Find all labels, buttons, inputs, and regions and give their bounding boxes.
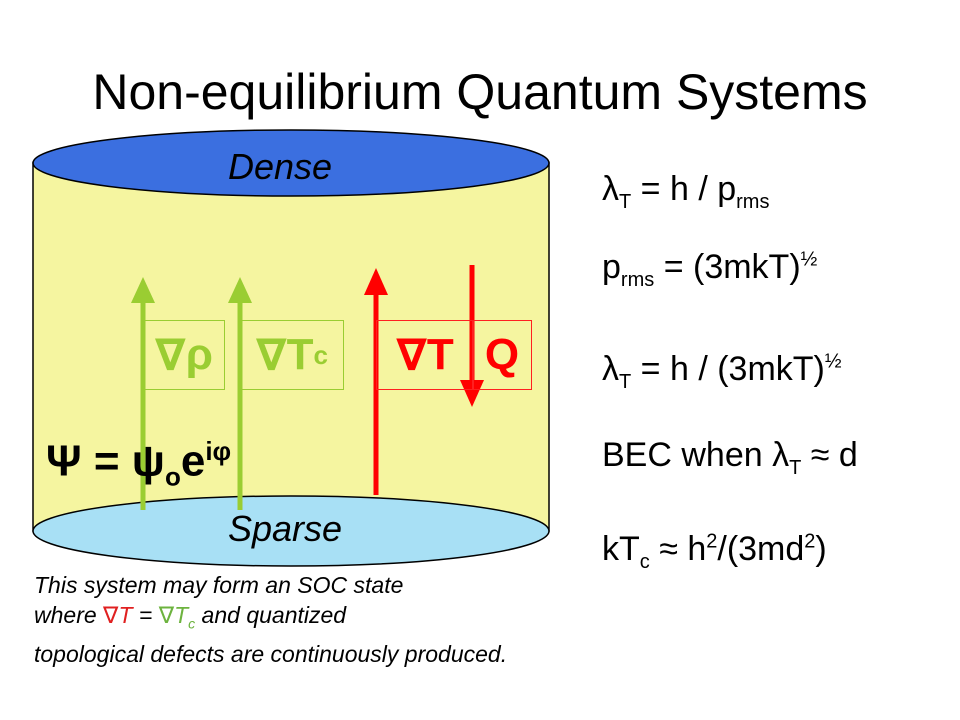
eq2-sup: ½ bbox=[800, 248, 818, 271]
cylinder-bottom-cap bbox=[32, 495, 550, 567]
heat-symbol: Q bbox=[484, 330, 520, 379]
cylinder-top-cap bbox=[32, 129, 550, 197]
eq1-lambda-sub: T bbox=[619, 190, 632, 213]
equation-thermal-wavelength: λT = h / prms bbox=[602, 170, 769, 214]
eq5-mid: ≈ h bbox=[649, 530, 707, 568]
eq4-suffix: ≈ d bbox=[801, 436, 858, 474]
eq2-p-sub: rms bbox=[620, 268, 655, 291]
grad-rho-symbol: ρ bbox=[185, 330, 213, 379]
eq1-rhs-sub: rms bbox=[736, 190, 770, 213]
eq1-rhs: = h / p bbox=[631, 170, 737, 208]
wavefunction: Ψ = ψoeiφ bbox=[46, 436, 231, 492]
note-line-1: This system may form an SOC state bbox=[34, 572, 404, 598]
eq3-lambda-sub: T bbox=[619, 370, 632, 393]
equation-rms-momentum: prms = (3mkT)½ bbox=[602, 248, 817, 292]
grad-tc-nabla: ∇ bbox=[255, 330, 287, 380]
note-grad-t: T bbox=[118, 602, 133, 628]
wavefunction-psi: ψ bbox=[131, 436, 165, 486]
sparse-label: Sparse bbox=[228, 508, 343, 549]
equation-bec-condition: BEC when λT ≈ d bbox=[602, 436, 858, 480]
wavefunction-psi-sub: o bbox=[164, 461, 181, 492]
eq1-lambda: λ bbox=[602, 170, 619, 208]
eq4-lambda: λ bbox=[772, 436, 790, 474]
dense-label: Dense bbox=[228, 146, 333, 187]
eq5-mid-sup: 2 bbox=[706, 530, 718, 553]
note-grad-t-nabla: ∇ bbox=[103, 602, 119, 628]
equation-wavelength-temperature: λT = h / (3mkT)½ bbox=[602, 350, 842, 394]
note-line-2: where ∇T = ∇Tc and quantized bbox=[34, 600, 507, 639]
eq3-lambda: λ bbox=[602, 350, 619, 388]
eq3-sup: ½ bbox=[824, 350, 842, 373]
eq3-rhs: = h / (3mkT) bbox=[631, 350, 825, 388]
wavefunction-lhs: Ψ bbox=[46, 436, 82, 486]
soc-note: This system may form an SOC state where … bbox=[34, 570, 507, 669]
note-equals: = bbox=[132, 602, 159, 628]
arrow-heat-head bbox=[460, 380, 484, 407]
eq5-tail-sup: 2 bbox=[804, 530, 816, 553]
wavefunction-exp: iφ bbox=[205, 436, 232, 466]
grad-t-symbol: T bbox=[426, 330, 454, 379]
eq4-prefix: BEC when bbox=[602, 436, 773, 474]
arrow-grad-rho-head bbox=[131, 277, 155, 303]
grad-t-nabla: ∇ bbox=[396, 330, 427, 380]
note-line-2-suffix: and quantized bbox=[195, 602, 347, 628]
note-grad-tc: T bbox=[174, 602, 189, 628]
note-grad-tc-sub: c bbox=[188, 615, 196, 632]
eq5-end: ) bbox=[815, 530, 827, 568]
eq5-tail: /(3md bbox=[717, 530, 805, 568]
heat-box: Q bbox=[472, 320, 532, 390]
grad-t-box: ∇T bbox=[376, 320, 474, 390]
eq2-p: p bbox=[602, 248, 621, 286]
eq5-k-sub: c bbox=[639, 550, 650, 573]
grad-rho-box: ∇ρ bbox=[143, 320, 225, 390]
wavefunction-e: e bbox=[180, 436, 206, 486]
grad-tc-symbol: T bbox=[286, 330, 314, 379]
arrow-grad-tc-head bbox=[228, 277, 252, 303]
note-grad-tc-nabla: ∇ bbox=[158, 602, 175, 628]
eq4-lambda-sub: T bbox=[789, 456, 802, 479]
eq2-rhs: = (3mkT) bbox=[654, 248, 801, 286]
note-line-3: topological defects are continuously pro… bbox=[34, 640, 508, 667]
arrow-grad-t-head bbox=[364, 268, 388, 295]
grad-tc-sub: c bbox=[313, 339, 329, 370]
grad-rho-nabla: ∇ bbox=[155, 330, 186, 380]
wavefunction-equals: = bbox=[93, 436, 120, 486]
slide-title: Non-equilibrium Quantum Systems bbox=[92, 64, 868, 120]
cylinder-body bbox=[32, 162, 550, 532]
note-line-2-prefix: where bbox=[34, 602, 104, 628]
eq5-k: kT bbox=[602, 530, 640, 568]
equation-critical-temperature: kTc ≈ h2/(3md2) bbox=[602, 530, 827, 574]
